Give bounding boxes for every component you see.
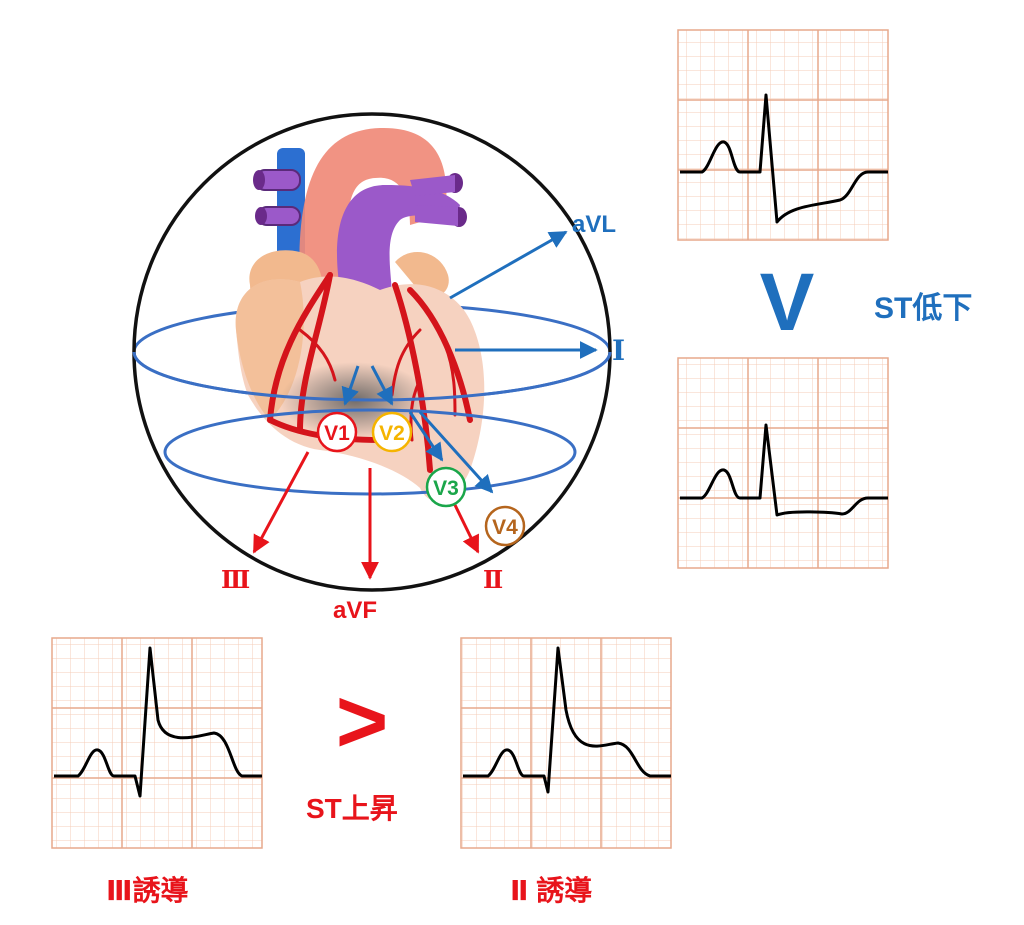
ecg-trace-lead2 xyxy=(463,646,671,794)
depression-label: ST低下 xyxy=(874,292,972,325)
v1-vector xyxy=(341,365,360,406)
lead3-label: Ⅲ xyxy=(221,568,250,594)
v2-badge: V2 xyxy=(371,411,413,453)
lead2-vector xyxy=(453,504,480,554)
lead3-vector xyxy=(252,451,310,554)
v4-badge: V4 xyxy=(484,505,526,547)
v1-badge: V1 xyxy=(316,411,358,453)
v3-vector xyxy=(408,411,444,462)
svg-text:V4: V4 xyxy=(492,516,518,539)
v4-vector xyxy=(418,410,494,494)
v3-badge: V3 xyxy=(425,466,467,508)
avf-label: aVF xyxy=(333,597,377,624)
avl-label: aVL xyxy=(572,211,616,238)
ecg-panel-lead2 xyxy=(460,637,672,849)
ecg-trace-avl xyxy=(680,93,888,224)
lead3-caption: Ⅲ誘導 xyxy=(106,875,188,906)
elevation-symbol: > xyxy=(336,672,389,772)
elevation-label: ST上昇 xyxy=(306,793,398,824)
ecg-panel-avl xyxy=(677,29,889,241)
svg-text:V2: V2 xyxy=(379,422,405,445)
heart-diagram: V1 V2 V3 V4 aVL Ⅰ Ⅲ aVF Ⅱ xyxy=(132,112,625,624)
lead1-label: Ⅰ xyxy=(612,336,625,367)
svg-text:V1: V1 xyxy=(324,422,350,445)
lead2-label: Ⅱ xyxy=(483,568,503,594)
depression-symbol: V xyxy=(760,257,815,348)
heart-anatomy-icon xyxy=(235,127,485,502)
svg-text:V3: V3 xyxy=(433,477,459,500)
lead2-caption: Ⅱ 誘導 xyxy=(510,875,592,906)
horizontal-plane-upper-front xyxy=(132,351,612,402)
ecg-trace-lead3 xyxy=(54,646,262,798)
ecg-panel-lead1 xyxy=(677,357,889,569)
ecg-trace-lead1 xyxy=(680,423,888,517)
v2-vector xyxy=(370,365,394,406)
avl-vector xyxy=(449,230,568,300)
ecg-panel-lead3 xyxy=(51,637,263,849)
